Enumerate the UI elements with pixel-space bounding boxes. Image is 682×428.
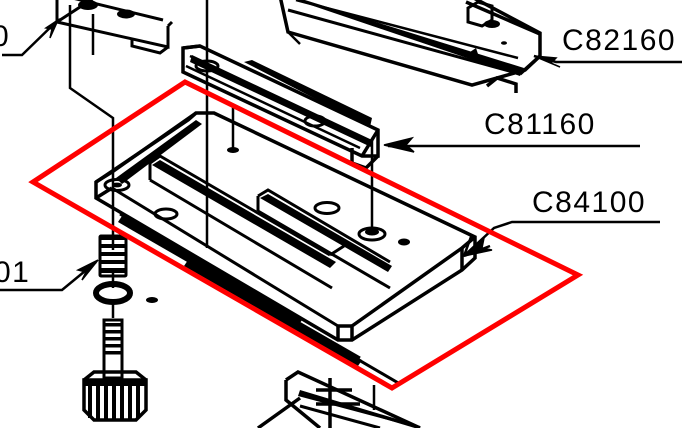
arrowhead-c84100-barbs: [462, 233, 491, 258]
leader-partial-top: [2, 19, 59, 57]
upper-left-bar: [55, 0, 174, 55]
part-label-c84100: C84100: [532, 186, 647, 219]
part-c84100-holes: [103, 178, 387, 242]
part-c82160-lug: [466, 0, 494, 28]
thumb-screw-threads: [105, 323, 121, 355]
spring-coils: [101, 236, 125, 273]
part-c82160: [279, 0, 542, 93]
part-c81160-hole-fill: [202, 63, 212, 69]
highlight-box: [28, 79, 584, 391]
assembly-pin-tips: [227, 147, 379, 236]
part-label-c81160: C81160: [484, 108, 596, 141]
assembly-centerlines: [68, 0, 376, 410]
part-c84100-slot-shading: [116, 120, 392, 366]
arrowhead-partial-top: [44, 17, 60, 39]
part-label-c82160: C82160: [562, 24, 677, 57]
part-label-partial-top-left: 0: [0, 20, 11, 53]
arrowhead-partial-left: [75, 259, 99, 281]
arrowhead-c81160: [383, 136, 415, 153]
washer-bore: [107, 290, 119, 296]
part-c81160-holes: [194, 59, 327, 128]
part-label-partial-left: 01: [0, 256, 31, 289]
washer: [93, 281, 133, 305]
part-c82160-shading: [295, 0, 524, 76]
thumb-screw-knurl-lines: [84, 380, 146, 420]
arrowhead-c82160: [533, 55, 561, 68]
lower-partial-shading: [298, 390, 420, 428]
part-c81160-shading: [190, 55, 372, 147]
thumb-screw: [102, 318, 124, 380]
upper-left-bar-top-edge: [74, 0, 164, 22]
part-c84100-slots: [119, 154, 401, 386]
leader-c84100: [465, 220, 660, 255]
part-c84100-hole-fill: [112, 182, 410, 303]
